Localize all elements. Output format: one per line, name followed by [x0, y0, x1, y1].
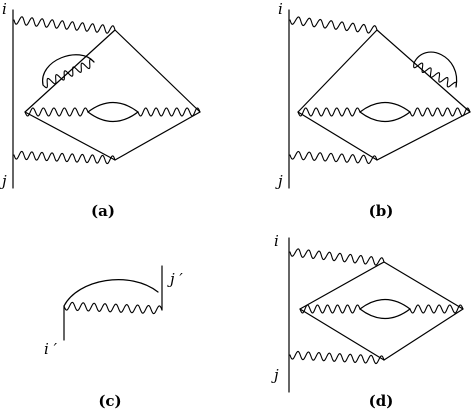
panel-a-diamond-top-right-edge	[114, 29, 201, 113]
panel-a-bubble-lower-arc	[87, 111, 139, 123]
panel-a-bubble-upper-arc	[87, 101, 139, 113]
panel-b-top-label: i	[278, 0, 283, 18]
panel-a-top-photon	[13, 16, 116, 34]
panel-b-diamond-bottom-left-edge	[297, 111, 378, 161]
panel-d-bottom-photon	[289, 350, 385, 365]
panel-a-middle-photon-left	[24, 107, 89, 117]
panel-d-caption: (d)	[369, 392, 394, 410]
panel-d-middle-photon-left	[299, 304, 361, 314]
panel-b-bubble-lower-arc	[359, 111, 411, 123]
panel-a-diamond-top-left-edge	[24, 29, 116, 113]
panel-a-self-energy-photon	[42, 58, 95, 89]
panel-d-diamond-bottom-left-edge	[299, 308, 385, 361]
panel-b-bubble-upper-arc	[359, 101, 411, 113]
panel-b-bottom-label: j	[275, 172, 283, 190]
panel-b-diamond-top-left-edge	[297, 29, 378, 113]
panel-b-caption: (b)	[369, 202, 394, 220]
panel-d-bottom-label: j	[271, 366, 279, 384]
panel-a-top-label: i	[2, 0, 7, 18]
panel-a-middle-photon-right	[137, 107, 201, 117]
panel-b-middle-photon-left	[297, 107, 361, 117]
panel-c: i ′ j ′ (c)	[44, 265, 183, 410]
panel-d-top-photon	[289, 248, 385, 266]
panel-d: i j (d)	[271, 232, 464, 410]
panel-a-bottom-photon	[13, 150, 116, 165]
panel-d-diamond-top-left-edge	[299, 261, 385, 310]
panel-b-self-energy-arc	[413, 51, 458, 88]
panel-b-self-energy-photon	[413, 62, 457, 88]
panel-b-diamond-bottom-right-edge	[376, 111, 471, 161]
panel-d-bubble-upper-arc	[359, 298, 411, 310]
panel-d-bubble-lower-arc	[359, 308, 411, 320]
panel-c-photon	[63, 301, 163, 315]
panel-b: i j (b)	[275, 0, 471, 220]
panel-a-diamond-bottom-left-edge	[24, 111, 116, 161]
panel-d-diamond-bottom-right-edge	[383, 308, 464, 361]
panel-a: i j (a)	[0, 0, 201, 220]
panel-b-bottom-photon	[289, 150, 378, 165]
panel-a-diamond-bottom-right-edge	[114, 111, 201, 161]
panel-a-caption: (a)	[91, 202, 115, 220]
panel-c-right-label: j ′	[167, 270, 183, 288]
panel-c-arc	[63, 279, 159, 307]
panel-d-diamond-top-right-edge	[383, 261, 464, 310]
panel-a-bottom-label: j	[0, 172, 7, 190]
panel-b-middle-photon-right	[409, 107, 471, 117]
panel-c-left-label: i ′	[44, 340, 58, 358]
panel-b-diamond-top-right-edge	[376, 29, 471, 113]
panel-d-middle-photon-right	[409, 304, 464, 314]
panel-d-top-label: i	[274, 232, 279, 250]
panel-b-top-photon	[289, 16, 378, 34]
panel-a-self-energy-arc	[42, 54, 95, 86]
panel-c-caption: (c)	[98, 392, 121, 410]
